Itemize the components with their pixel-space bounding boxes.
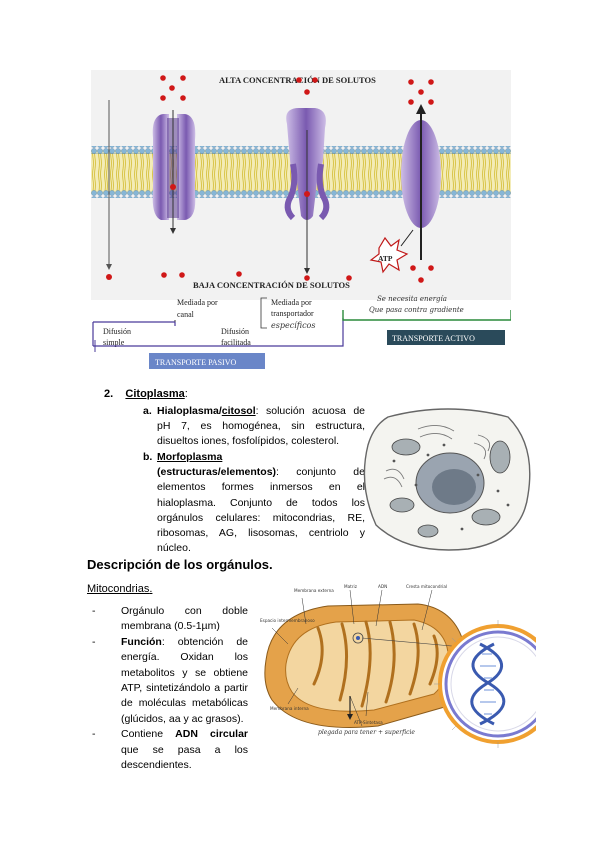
mitochondria-illustration: Membrana externa Matriz ADN Cresta mitoc… (260, 584, 536, 748)
mitochondria-subheading: Mitocondrias. (87, 583, 152, 595)
active-transport-box: TRANSPORTE ACTIVO (392, 334, 475, 343)
transport-annotations: Difusión simple Mediada por canal Mediad… (92, 295, 511, 369)
organelles-heading: Descripción de los orgánulos. (87, 557, 273, 572)
section-title: Citoplasma (125, 388, 185, 400)
morphoplasm-item: b. Morfoplasma (estructuras/elementos): c… (143, 450, 365, 556)
item-letter-a: a. (143, 405, 152, 417)
label-inner-membrane: Membrana interna (270, 706, 309, 711)
hyaloplasm-text: : solución acuosa de pH 7, es homogénea,… (157, 405, 365, 448)
label-crista: Cresta mitocondrial (406, 584, 447, 589)
cytosol-term: citosol (221, 405, 256, 417)
morphoplasm-text: : conjunto de elementos formes inmersos … (157, 466, 365, 555)
cell-illustration (363, 408, 531, 551)
carrier-label-1: Mediada por (271, 298, 312, 307)
mitochondria-bullets: - Orgánulo con doble membrana (0.5-1µm) … (92, 604, 248, 773)
list-item: - Función: obtención de energía. Oxidan … (92, 635, 248, 725)
specific-note: específicos (271, 321, 315, 330)
mitochondria-suffix: . (149, 583, 153, 595)
label-outer-membrane-1: Membrana externa (294, 588, 334, 593)
section-cytoplasm-heading: 2. Citoplasma: (104, 388, 188, 400)
list-item: - Orgánulo con doble membrana (0.5-1µm) (92, 605, 248, 633)
simple-diffusion-label-2: simple (103, 338, 125, 347)
hyaloplasm-term: Hialoplasma (157, 405, 219, 417)
item-letter-b: b. (143, 451, 153, 463)
active-pump: ATP (369, 79, 441, 283)
morphoplasm-term: Morfoplasma (157, 451, 223, 463)
low-concentration-label: BAJA CONCENTRACIÓN DE SOLUTOS (193, 280, 350, 290)
label-intermembrane: Espacio intermembranoso (260, 618, 315, 623)
section-number: 2. (104, 388, 114, 400)
active-note-1: Se necesita energía (377, 295, 447, 303)
label-dna: ADN (378, 584, 387, 589)
label-folded-note: plegada para tener + superficie (318, 729, 415, 736)
carrier-label-2: transportador (271, 309, 314, 318)
mitochondria-title: Mitocondrias (87, 583, 150, 595)
hyaloplasm-item: a. Hialoplasma/citosol: solución acuosa … (143, 404, 365, 450)
channel-label-1: Mediada por (177, 298, 218, 307)
carrier-protein (284, 77, 330, 281)
atp-label: ATP (378, 254, 393, 263)
morphoplasm-paren: (estructuras/elementos) (157, 466, 277, 479)
facilitated-label-2: facilitada (221, 338, 251, 347)
simple-diffusion-label-1: Difusión (103, 327, 131, 336)
passive-transport-box: TRANSPORTE PASIVO (155, 358, 236, 367)
term-slash: / (218, 405, 222, 417)
facilitated-label-1: Difusión (221, 327, 249, 336)
circular-dna (434, 620, 536, 748)
section-title-suffix: : (184, 388, 188, 400)
simple-diffusion-arrow (106, 100, 112, 280)
channel-label-2: canal (177, 310, 195, 319)
list-item: - Contiene ADN circular que se pasa a lo… (92, 728, 248, 772)
label-matrix: Matriz (344, 584, 358, 589)
label-atp-synthase: ATP-Sintetasa (354, 720, 383, 725)
membrane-transport-figure: ALTA CONCENTRACIÓN DE SOLUTOS BAJA CONCE… (91, 70, 511, 369)
active-note-2: Que pasa contra gradiente (369, 306, 464, 314)
channel-protein (152, 75, 196, 278)
